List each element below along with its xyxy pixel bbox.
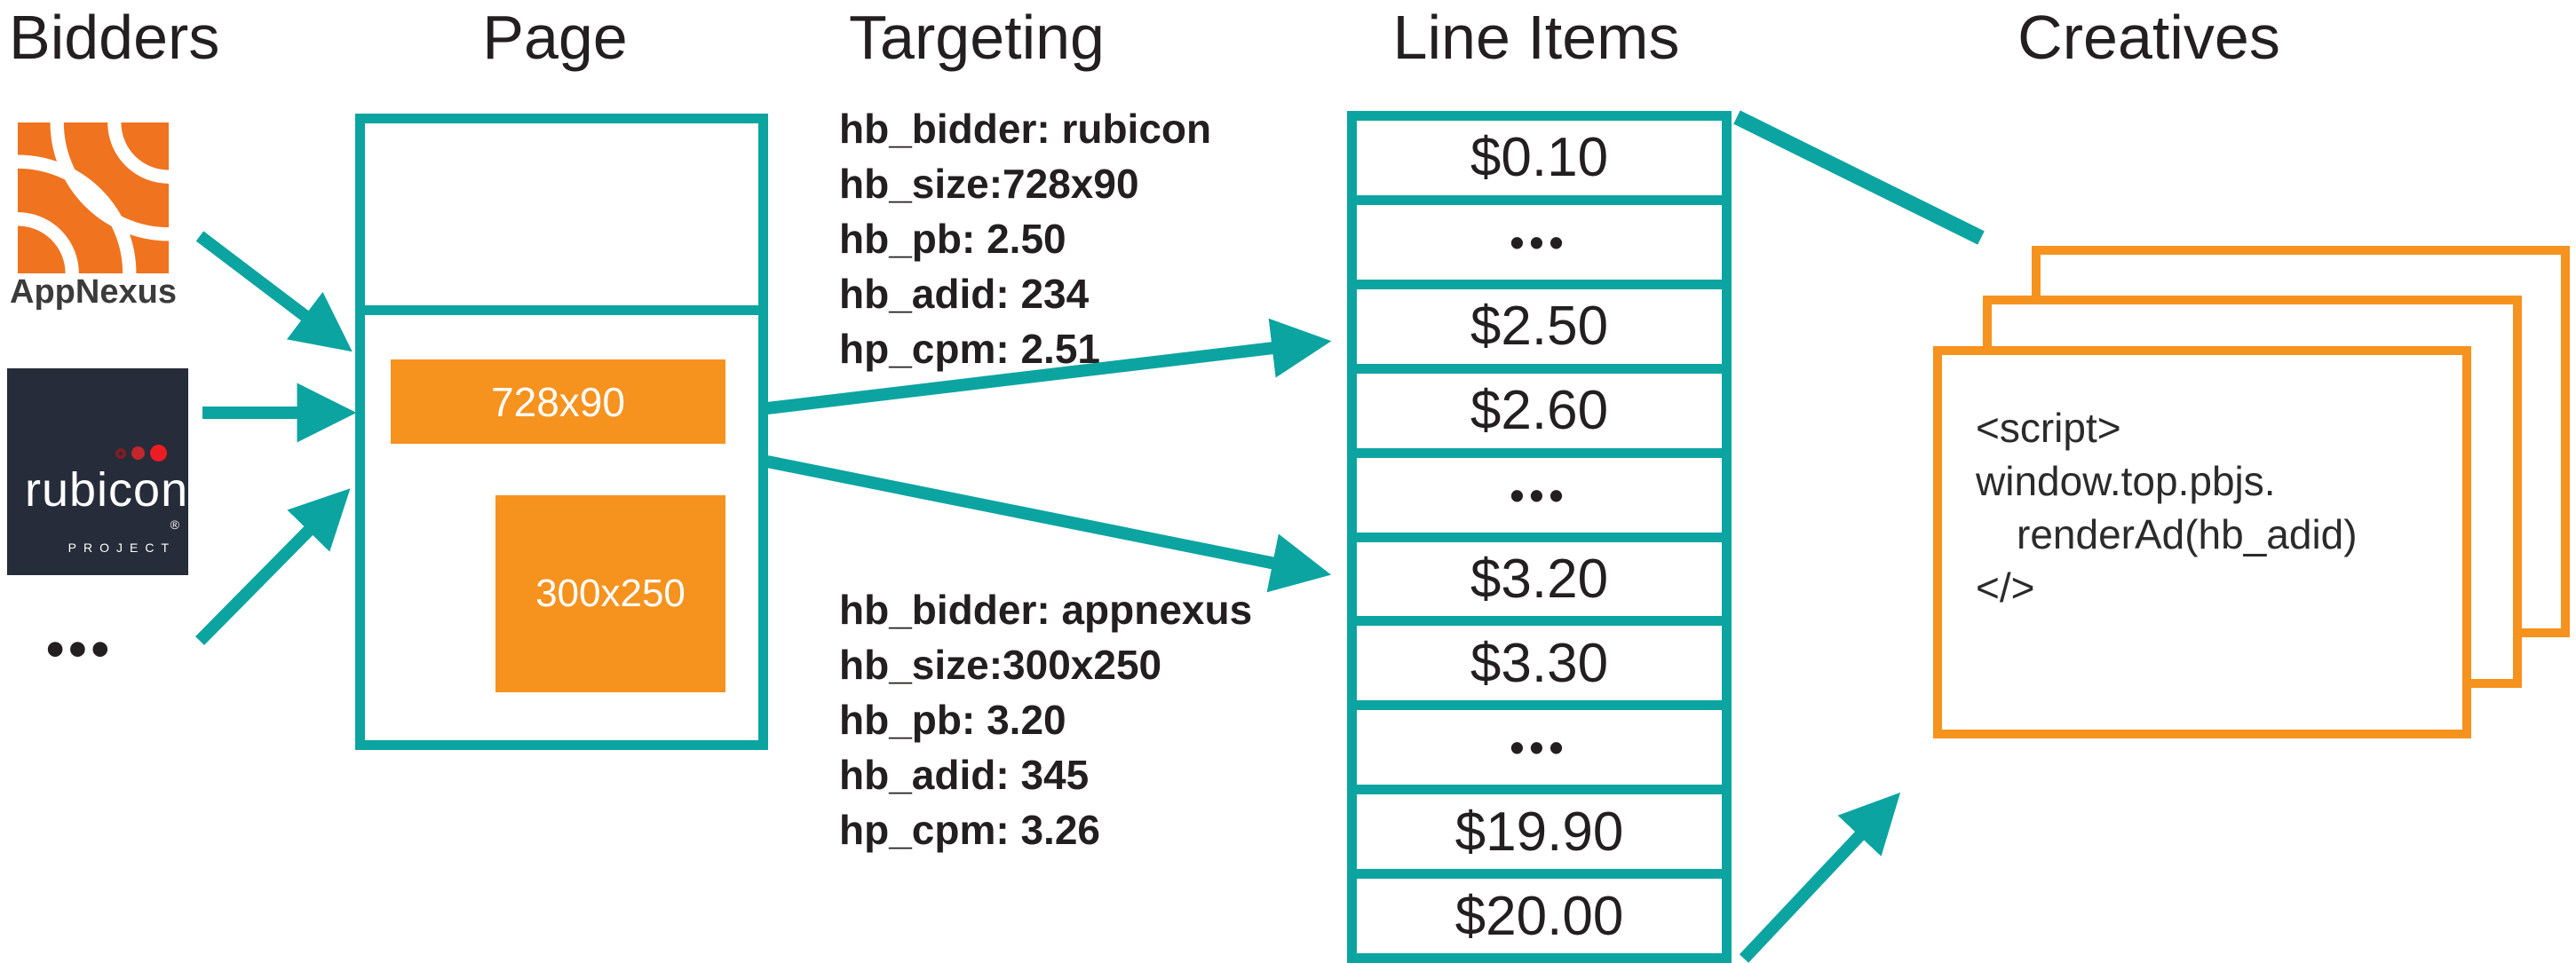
line-item-row-ellipsis: ••• [1357, 457, 1722, 533]
rubicon-logo-dots [115, 445, 167, 462]
rubicon-logo: rubicon ® PROJECT [7, 368, 188, 575]
rubicon-dot-bright-red [150, 445, 167, 462]
connector-line-items-to-creatives-top [1733, 110, 1985, 245]
targeting-line: hp_cpm: 3.26 [839, 807, 1100, 853]
rubicon-registered-mark: ® [170, 517, 179, 532]
arrow-page-to-line-item-3.20 [765, 455, 1332, 593]
script-line: <script> [1976, 405, 2121, 451]
targeting-line: hb_adid: 345 [839, 752, 1090, 798]
rubicon-dot-outline [115, 447, 126, 459]
targeting-line: hb_bidder: rubicon [839, 106, 1212, 152]
targeting-line: hp_cpm: 2.51 [839, 326, 1100, 372]
creative-card-front [1933, 346, 2471, 738]
line-item-row: $2.50 [1357, 288, 1722, 364]
targeting-line: hb_pb: 3.20 [839, 697, 1066, 743]
appnexus-logo-label: AppNexus [10, 273, 177, 311]
ad-slot-300x250: 300x250 [495, 495, 725, 692]
creatives-column-title: Creatives [2017, 3, 2280, 72]
line-items-column-title: Line Items [1392, 3, 1680, 72]
arrow-more-bidders-to-page [195, 488, 351, 645]
targeting-column-title: Targeting [849, 3, 1105, 72]
connector-line-items-to-creatives-bottom [1739, 792, 1901, 963]
targeting-line: hb_pb: 2.50 [839, 216, 1066, 262]
line-item-row: $19.90 [1357, 794, 1722, 870]
ad-slot-728x90-label: 728x90 [491, 378, 625, 425]
targeting-rubicon-block: hb_bidder: rubicon hb_size:728x90 hb_pb:… [839, 101, 1211, 376]
arrow-appnexus-to-page [195, 231, 353, 352]
appnexus-logo-icon [18, 122, 169, 273]
rubicon-dot-red [131, 446, 145, 460]
targeting-line: hb_size:300x250 [839, 642, 1162, 688]
targeting-appnexus-block: hb_bidder: appnexus hb_size:300x250 hb_p… [839, 582, 1252, 857]
line-items-table: $0.10 ••• $2.50 $2.60 ••• $3.20 $3.30 ••… [1347, 111, 1732, 963]
bidders-column-title: Bidders [9, 3, 220, 72]
creative-render-script: <script> window.top.pbjs. renderAd(hb_ad… [1976, 401, 2358, 614]
line-item-row: $20.00 [1357, 879, 1722, 954]
targeting-line: hb_bidder: appnexus [839, 587, 1253, 633]
line-item-row: $3.20 [1357, 541, 1722, 617]
script-line: renderAd(hb_adid) [2017, 511, 2358, 557]
ad-slot-728x90: 728x90 [391, 359, 725, 444]
ad-slot-300x250-label: 300x250 [535, 572, 686, 615]
more-bidders-ellipsis: ••• [46, 620, 114, 678]
page-header-divider [365, 305, 758, 315]
script-line: window.top.pbjs. [1976, 458, 2276, 504]
targeting-line: hb_size:728x90 [839, 161, 1139, 207]
page-column-title: Page [482, 3, 628, 72]
rubicon-logo-label: rubicon [25, 463, 189, 517]
line-item-row: $2.60 [1357, 373, 1722, 448]
line-item-row-ellipsis: ••• [1357, 710, 1722, 785]
rubicon-logo-subtitle: PROJECT [67, 541, 176, 555]
script-line: </> [1976, 564, 2035, 611]
line-item-row: $0.10 [1357, 121, 1722, 195]
line-item-row-ellipsis: ••• [1357, 204, 1722, 280]
line-item-row: $3.30 [1357, 626, 1722, 701]
targeting-line: hb_adid: 234 [839, 271, 1090, 317]
